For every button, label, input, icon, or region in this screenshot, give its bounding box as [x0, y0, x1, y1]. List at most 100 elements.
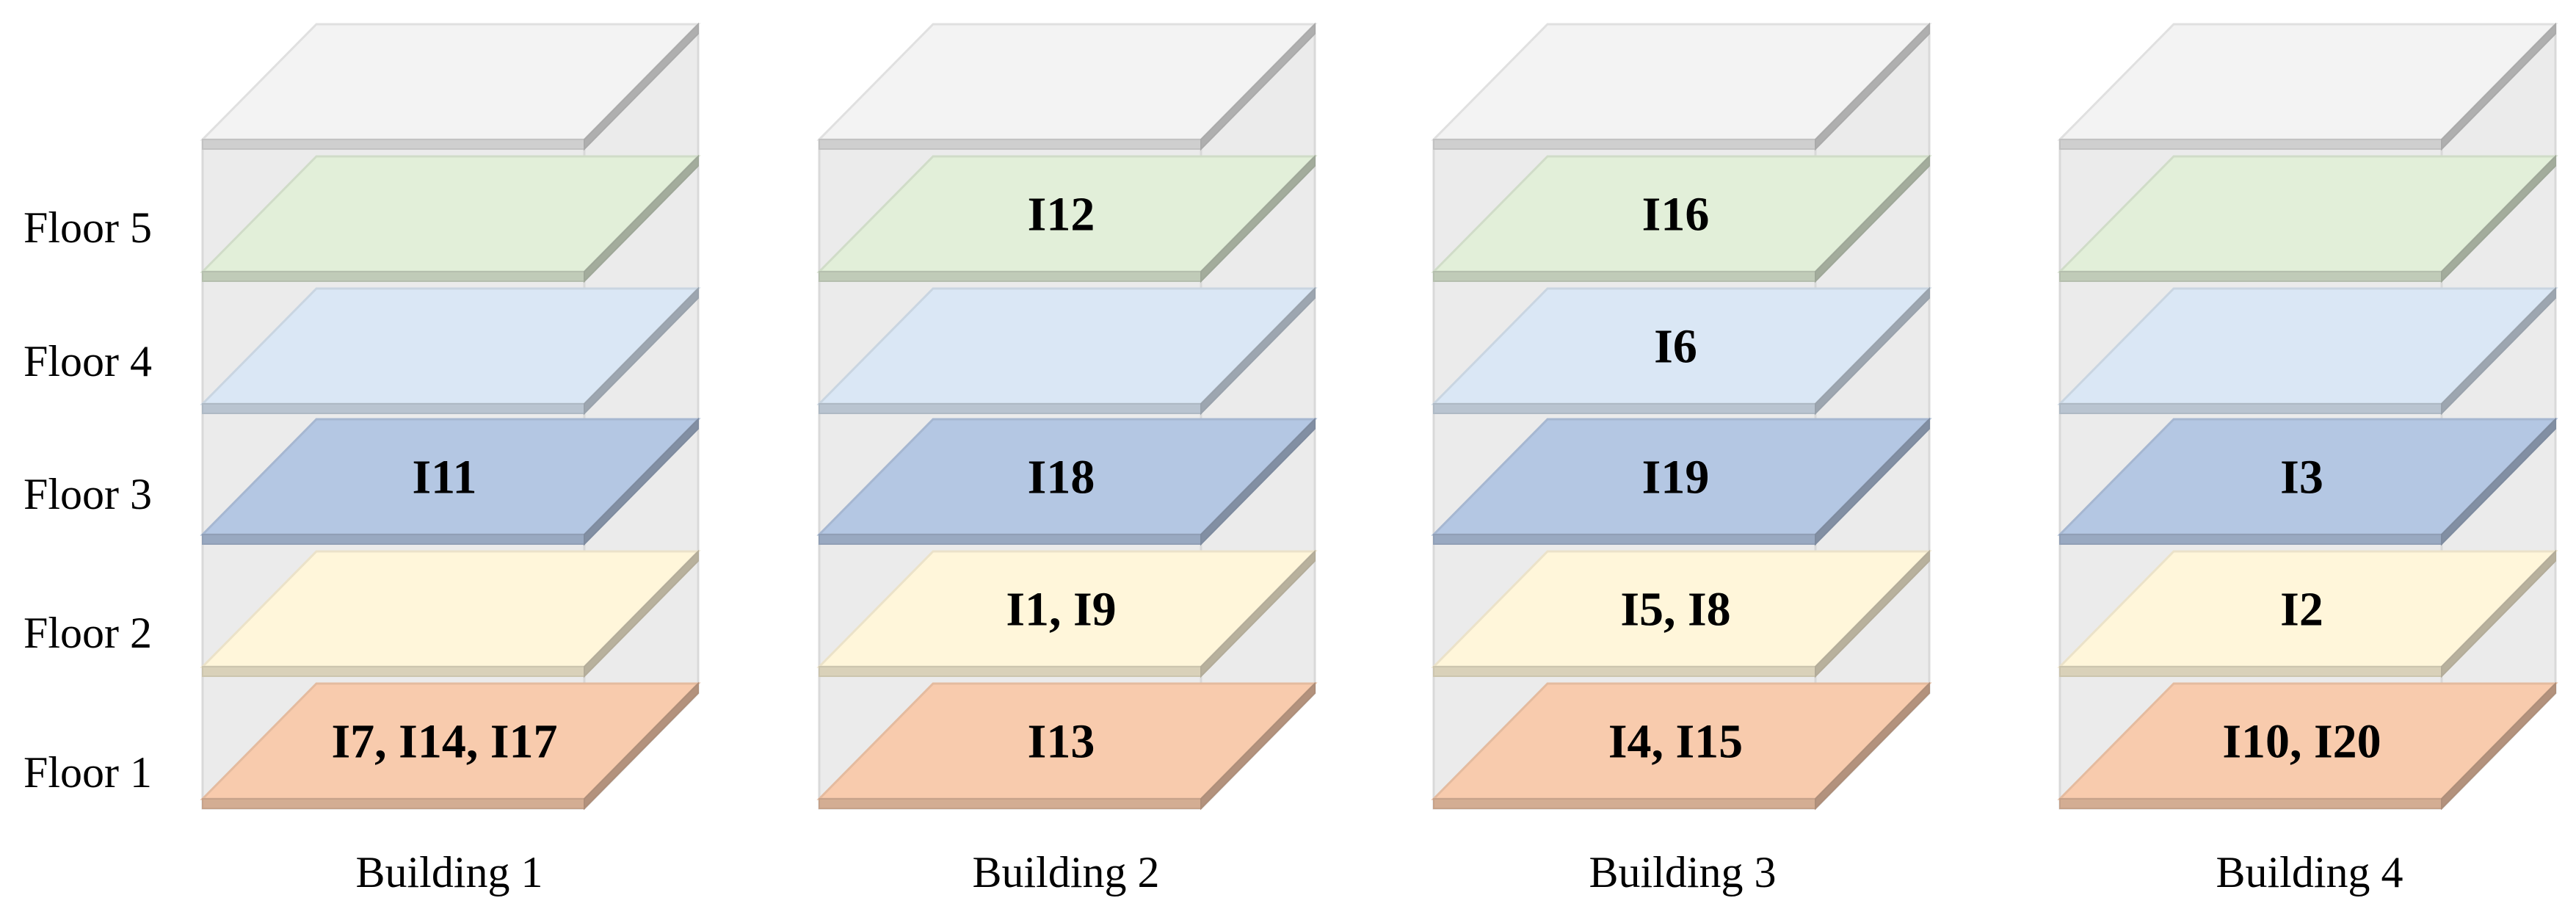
slab-side [1815, 417, 1930, 546]
slab-floor-3: I19 [1431, 417, 1932, 546]
slab-floor-1: I13 [816, 681, 1318, 811]
slab-label-floor-1: I7, I14, I17 [331, 715, 557, 769]
slab-roof [1431, 22, 1932, 151]
building-label-1: Building 1 [355, 848, 543, 897]
slab-front [1433, 403, 1816, 414]
slab-side [584, 286, 699, 416]
slab-side [2441, 417, 2556, 546]
slab-side [584, 681, 699, 811]
slab-side [2441, 154, 2556, 283]
slab-front [202, 403, 585, 414]
slab-label-floor-2: I2 [2280, 583, 2323, 637]
slab-floor-2: I1, I9 [816, 549, 1318, 678]
slab-front [202, 139, 585, 150]
slab-front [819, 271, 1202, 282]
slab-floor-4: I6 [1431, 286, 1932, 416]
slab-floor-5: I16 [1431, 154, 1932, 283]
slab-side [1200, 681, 1316, 811]
slab-label-floor-3: I19 [1642, 451, 1710, 504]
slab-side [1815, 22, 1930, 151]
slab-side [1200, 154, 1316, 283]
slab-front [202, 666, 585, 677]
slab-floor-2: I5, I8 [1431, 549, 1932, 678]
slab-front [2059, 139, 2442, 150]
floor-label-2: Floor 2 [23, 609, 152, 657]
slab-floor-4 [816, 286, 1318, 416]
slab-side [584, 417, 699, 546]
slab-floor-3: I18 [816, 417, 1318, 546]
slab-label-floor-2: I1, I9 [1006, 583, 1116, 637]
slab-front [819, 403, 1202, 414]
slab-side [584, 549, 699, 678]
slab-floor-4 [200, 286, 701, 416]
slab-front [1433, 798, 1816, 809]
building-label-2: Building 2 [972, 848, 1159, 897]
slab-side [1200, 417, 1316, 546]
slab-side [2441, 681, 2556, 811]
slab-floor-2 [200, 549, 701, 678]
slab-side [2441, 286, 2556, 416]
slab-floor-1: I10, I20 [2057, 681, 2558, 811]
slab-front [819, 139, 1202, 150]
slab-label-floor-3: I18 [1028, 451, 1095, 504]
slab-roof [2057, 22, 2558, 151]
floor-label-5: Floor 5 [23, 203, 152, 252]
slab-side [1815, 286, 1930, 416]
slab-front [2059, 534, 2442, 545]
slab-front [2059, 271, 2442, 282]
building-label-3: Building 3 [1589, 848, 1776, 897]
slab-floor-5 [200, 154, 701, 283]
slab-side [2441, 549, 2556, 678]
slab-label-floor-3: I11 [412, 451, 476, 504]
slab-floor-3: I3 [2057, 417, 2558, 546]
slab-label-floor-1: I10, I20 [2222, 715, 2381, 769]
slab-front [819, 666, 1202, 677]
slab-front [202, 271, 585, 282]
slab-roof [816, 22, 1318, 151]
slab-front [1433, 666, 1816, 677]
slab-front [1433, 139, 1816, 150]
building-label-4: Building 4 [2216, 848, 2403, 897]
slab-side [584, 22, 699, 151]
slab-side [1200, 22, 1316, 151]
building-labels: Building 1 Building 2 Building 3 Buildin… [355, 848, 2403, 897]
floor-label-1: Floor 1 [23, 748, 152, 797]
floor-label-4: Floor 4 [23, 337, 152, 385]
slab-label-floor-1: I13 [1028, 715, 1095, 769]
slab-front [1433, 271, 1816, 282]
slab-label-floor-2: I5, I8 [1620, 583, 1730, 637]
floor-labels: Floor 5 Floor 4 Floor 3 Floor 2 Floor 1 [23, 203, 152, 797]
slab-front [202, 534, 585, 545]
slab-label-floor-5: I12 [1028, 188, 1095, 242]
slab-front [2059, 403, 2442, 414]
floor-label-3: Floor 3 [23, 470, 152, 518]
slab-roof [200, 22, 701, 151]
slab-floor-5: I12 [816, 154, 1318, 283]
slab-floor-3: I11 [200, 417, 701, 546]
slab-side [1815, 549, 1930, 678]
slab-front [2059, 798, 2442, 809]
slab-floor-2: I2 [2057, 549, 2558, 678]
slab-front [2059, 666, 2442, 677]
slab-label-floor-5: I16 [1642, 188, 1710, 242]
slab-floor-5 [2057, 154, 2558, 283]
slab-label-floor-4: I6 [1654, 320, 1697, 374]
slab-floor-1: I4, I15 [1431, 681, 1932, 811]
slab-label-floor-3: I3 [2280, 451, 2323, 504]
slab-side [1815, 154, 1930, 283]
slab-floor-4 [2057, 286, 2558, 416]
slab-side [1200, 286, 1316, 416]
slab-side [1815, 681, 1930, 811]
slab-front [819, 534, 1202, 545]
slab-side [584, 154, 699, 283]
slab-label-floor-1: I4, I15 [1608, 715, 1743, 769]
slab-front [1433, 534, 1816, 545]
slab-floor-1: I7, I14, I17 [200, 681, 701, 811]
slab-side [1200, 549, 1316, 678]
